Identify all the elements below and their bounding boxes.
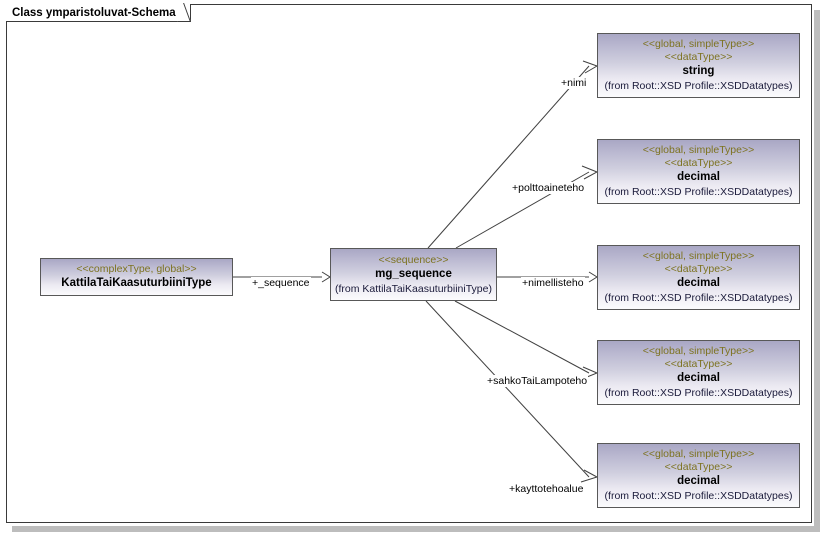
class-stereotype-global-simpletype: <<global, simpleType>>	[642, 38, 755, 50]
class-namespace: (from Root::XSD Profile::XSDDatatypes)	[604, 292, 793, 304]
class-stereotype-global-simpletype: <<global, simpleType>>	[642, 250, 755, 262]
edge-label-sequence: +_sequence	[251, 277, 311, 289]
class-stereotype-global-simpletype: <<global, simpleType>>	[642, 345, 755, 357]
diagram-frame-shadow-bottom	[12, 526, 820, 532]
class-name: mg_sequence	[375, 267, 452, 280]
class-namespace: (from KattilaTaiKaasuturbiiniType)	[335, 282, 492, 295]
class-name: decimal	[677, 171, 720, 183]
edge-label-nimi: +nimi	[560, 77, 588, 89]
class-stereotype-datatype: <<dataType>>	[664, 461, 733, 473]
class-box-datatype-decimal-1[interactable]: <<global, simpleType>> <<dataType>> deci…	[597, 139, 800, 204]
class-box-datatype-decimal-3[interactable]: <<global, simpleType>> <<dataType>> deci…	[597, 340, 800, 405]
class-stereotype-datatype: <<dataType>>	[664, 358, 733, 370]
class-name: decimal	[677, 372, 720, 384]
class-box-datatype-string[interactable]: <<global, simpleType>> <<dataType>> stri…	[597, 33, 800, 98]
class-box-datatype-decimal-4[interactable]: <<global, simpleType>> <<dataType>> deci…	[597, 443, 800, 508]
class-box-datatype-decimal-2[interactable]: <<global, simpleType>> <<dataType>> deci…	[597, 245, 800, 310]
class-namespace: (from Root::XSD Profile::XSDDatatypes)	[604, 490, 793, 502]
class-stereotype-global-simpletype: <<global, simpleType>>	[642, 448, 755, 460]
diagram-frame-shadow-right	[814, 10, 820, 532]
class-namespace: (from Root::XSD Profile::XSDDatatypes)	[604, 186, 793, 198]
edge-label-nimellisteho: +nimellisteho	[521, 277, 585, 289]
class-stereotype-datatype: <<dataType>>	[664, 51, 733, 63]
class-stereotype: <<sequence>>	[378, 253, 449, 266]
edge-label-kayttotehoalue: +kayttotehoalue	[508, 483, 585, 495]
class-name: decimal	[677, 475, 720, 487]
class-name: decimal	[677, 277, 720, 289]
class-stereotype-datatype: <<dataType>>	[664, 157, 733, 169]
diagram-title-label: Class ymparistoluvat-Schema	[12, 6, 176, 19]
class-stereotype-datatype: <<dataType>>	[664, 263, 733, 275]
class-name: string	[682, 65, 715, 77]
class-name: KattilaTaiKaasuturbiiniType	[61, 277, 212, 289]
diagram-title-tab[interactable]: Class ymparistoluvat-Schema	[6, 4, 191, 22]
class-namespace: (from Root::XSD Profile::XSDDatatypes)	[604, 80, 793, 92]
class-stereotype: <<complexType, global>>	[76, 263, 197, 275]
edge-label-sahkotailampoteho: +sahkoTaiLampoteho	[486, 375, 589, 387]
class-namespace: (from Root::XSD Profile::XSDDatatypes)	[604, 387, 793, 399]
class-stereotype-global-simpletype: <<global, simpleType>>	[642, 144, 755, 156]
class-box-mg-sequence[interactable]: <<sequence>> mg_sequence (from KattilaTa…	[330, 248, 497, 301]
class-box-kattilataikaasuturbiinitype[interactable]: <<complexType, global>> KattilaTaiKaasut…	[40, 258, 233, 296]
edge-label-polttoaineteho: +polttoaineteho	[511, 182, 586, 194]
